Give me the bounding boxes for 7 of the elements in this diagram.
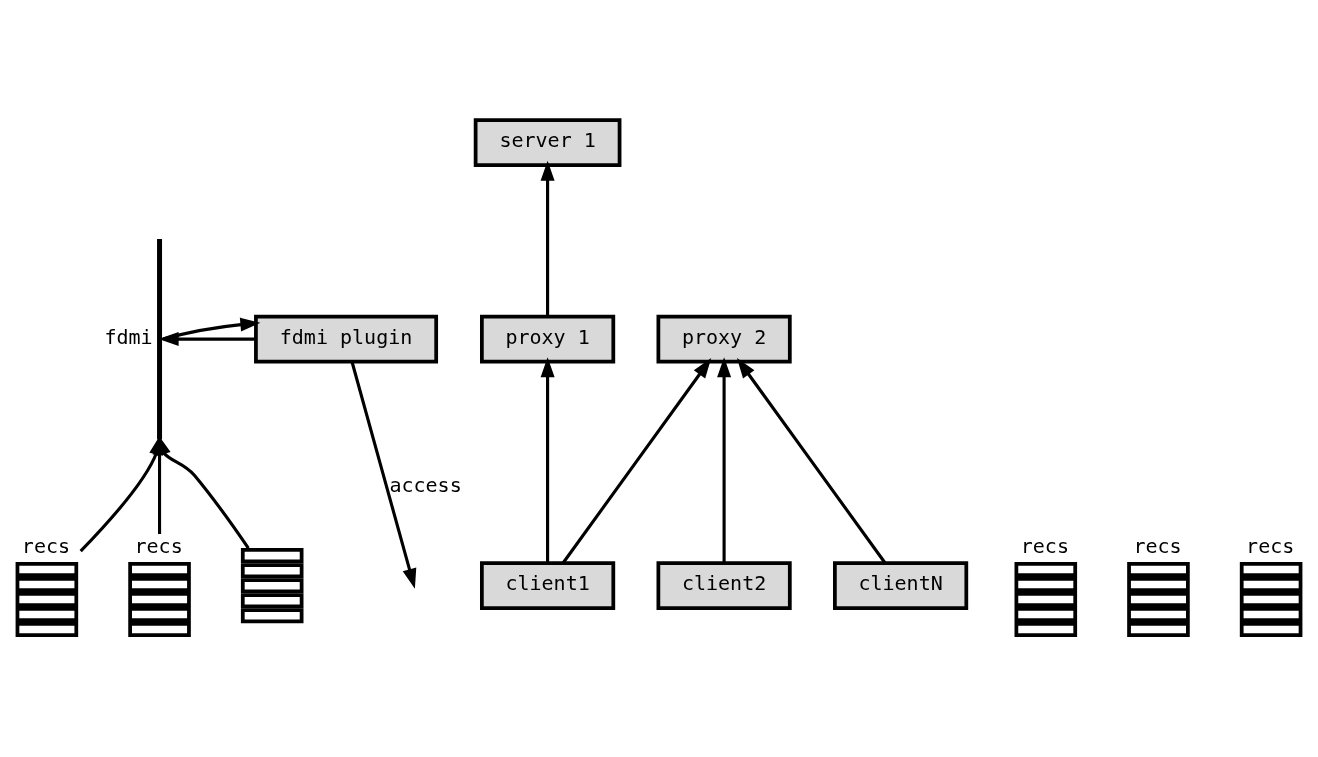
node-label: recs xyxy=(1246,533,1295,558)
node-label: recs xyxy=(1020,533,1069,558)
node-label: recs xyxy=(134,533,183,558)
node-label: recs xyxy=(1133,533,1182,558)
edge-label: access xyxy=(389,472,462,497)
node-label: recs xyxy=(21,533,71,558)
node-label: fdmi xyxy=(104,324,153,349)
